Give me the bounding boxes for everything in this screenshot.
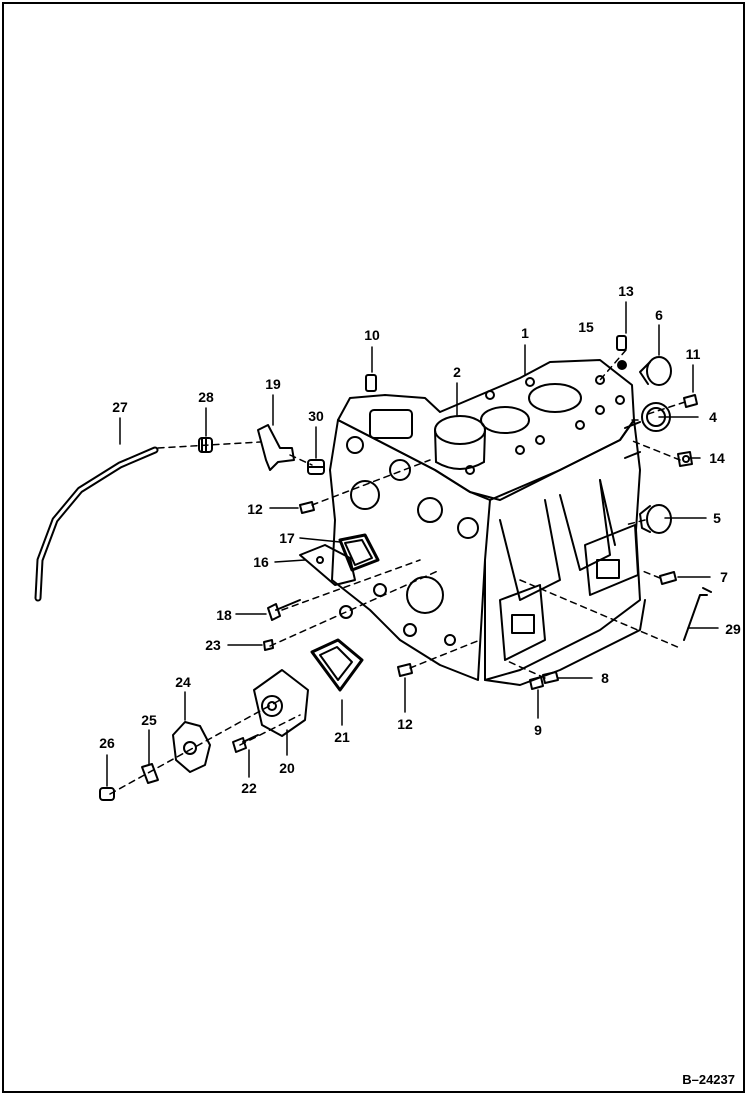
callout-1: 1 (521, 325, 529, 341)
callout-17: 17 (279, 530, 295, 546)
callout-24: 24 (175, 674, 191, 690)
part-9-pin (529, 676, 544, 690)
callout-12-upper: 12 (247, 501, 263, 517)
callout-28: 28 (198, 389, 214, 405)
callout-27: 27 (112, 399, 128, 415)
part-7-pin (659, 571, 677, 585)
callout-8: 8 (601, 670, 609, 686)
callout-10: 10 (364, 327, 380, 343)
part-30-fitting (307, 459, 325, 475)
callout-4: 4 (709, 409, 717, 425)
callout-23: 23 (205, 637, 221, 653)
callout-6: 6 (655, 307, 663, 323)
part-14-plug (677, 451, 693, 467)
part-21-gasket (310, 638, 364, 692)
part-6-plug (639, 356, 672, 386)
callout-12-lower: 12 (397, 716, 413, 732)
callout-25: 25 (141, 712, 157, 728)
callout-18: 18 (216, 607, 232, 623)
part-25-washer (141, 763, 159, 784)
callout-16: 16 (253, 554, 269, 570)
callout-7: 7 (720, 569, 728, 585)
part-20-oil-pump (253, 669, 309, 737)
part-15-ball (617, 360, 627, 370)
callout-14: 14 (709, 450, 725, 466)
figure-reference: B–24237 (682, 1072, 735, 1087)
assembly-lines (109, 349, 686, 795)
part-19-fitting (257, 424, 295, 471)
part-10-dowel (365, 374, 377, 392)
callout-20: 20 (279, 760, 295, 776)
part-16-cover (299, 544, 356, 586)
callout-19: 19 (265, 376, 281, 392)
cylinder-block (329, 359, 646, 686)
callout-5: 5 (713, 510, 721, 526)
callout-13: 13 (618, 283, 634, 299)
part-22-bolt (232, 734, 259, 753)
part-12-dowel-lower (397, 663, 413, 677)
part-23-pin (263, 639, 274, 651)
callout-30: 30 (308, 408, 324, 424)
part-17-gasket (338, 533, 380, 572)
part-29-dipstick-guide (683, 587, 712, 641)
callout-29: 29 (725, 621, 741, 637)
part-8-pin (542, 671, 559, 684)
part-24-gear (172, 721, 211, 773)
part-27-hose (34, 446, 159, 602)
callout-21: 21 (334, 729, 350, 745)
callout-22: 22 (241, 780, 257, 796)
leader-lines (106, 301, 719, 787)
callout-2: 2 (453, 364, 461, 380)
part-12-dowel-upper (299, 501, 315, 514)
part-11-pin (683, 394, 698, 408)
part-13-pin (616, 335, 627, 351)
callout-26: 26 (99, 735, 115, 751)
part-26-nut (99, 787, 115, 801)
part-18-bolt (267, 599, 353, 621)
callout-9: 9 (534, 722, 542, 738)
callout-11: 11 (686, 346, 701, 362)
part-5-seal (639, 504, 672, 534)
callout-15: 15 (578, 319, 594, 335)
